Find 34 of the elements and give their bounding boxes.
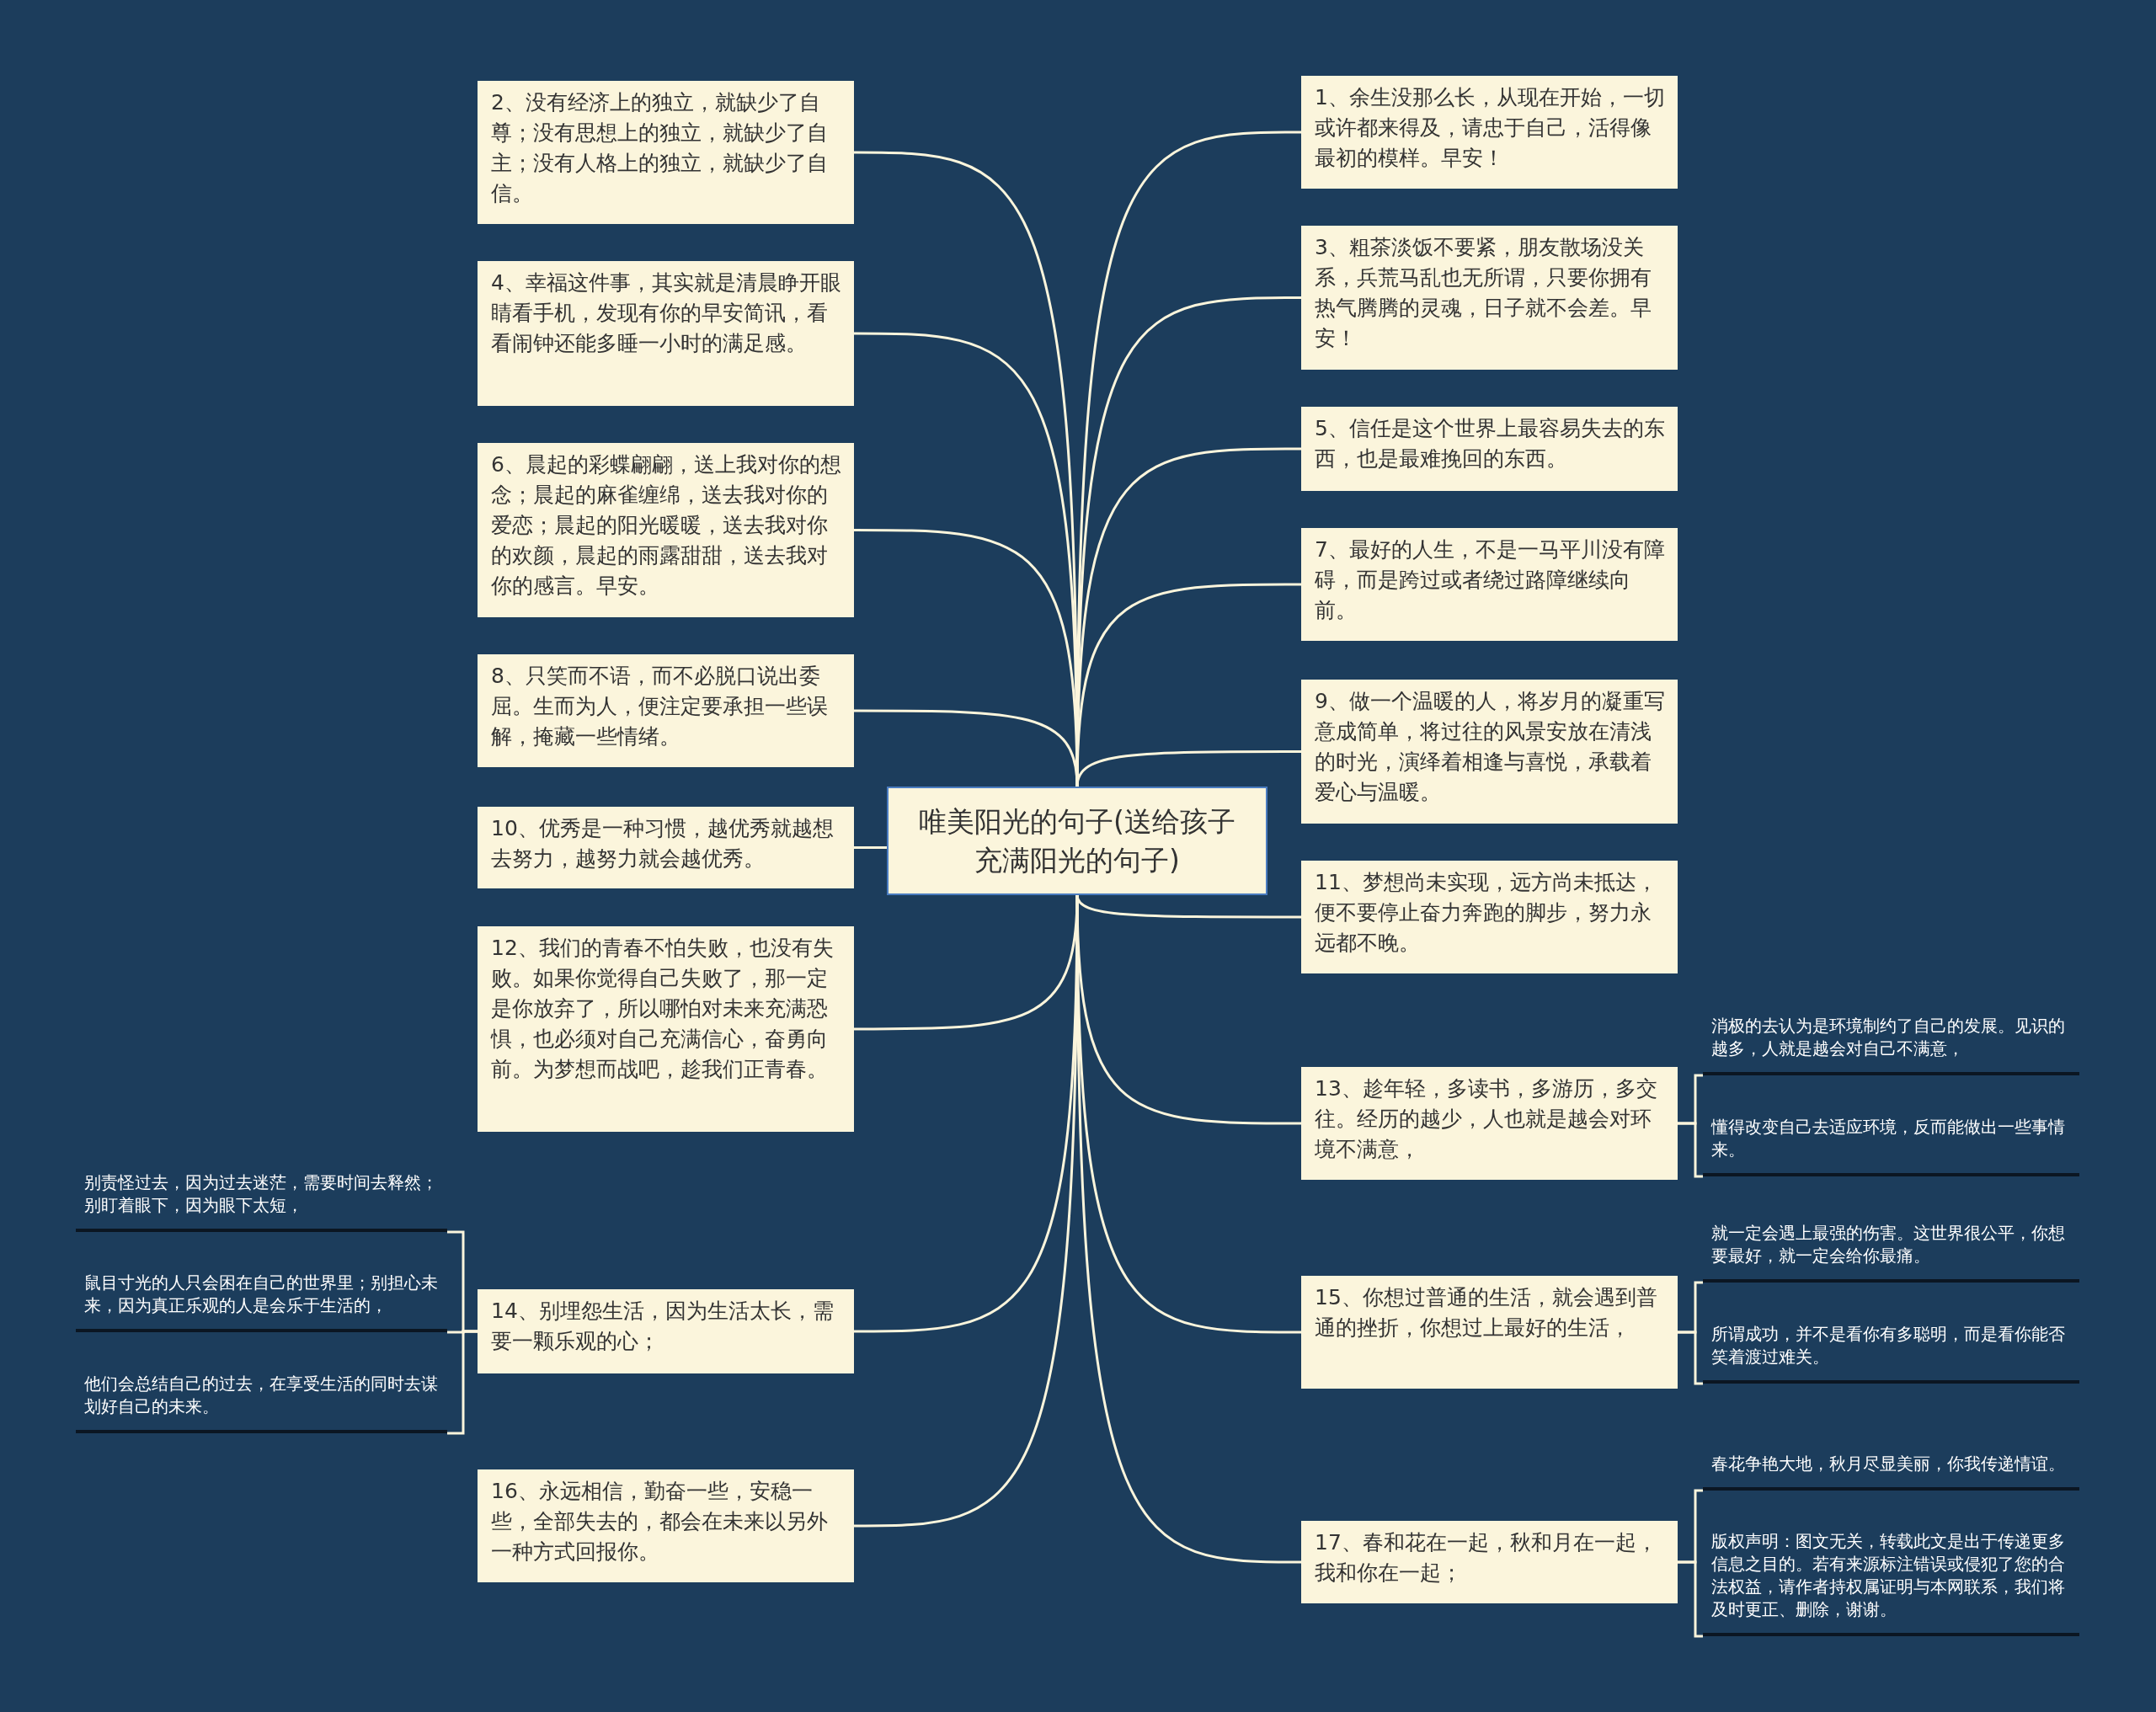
topic-box: 6、晨起的彩蝶翩翩，送上我对你的想念；晨起的麻雀缠绵，送去我对你的爱恋；晨起的阳光暖暖，送去我对你的欢颜，晨起的雨露甜甜，送去我对你的感言。早安。 <box>478 443 854 617</box>
topic-box: 8、只笑而不语，而不必脱口说出委屈。生而为人，便注定要承担一些误解，掩藏一些情绪。 <box>478 654 854 767</box>
topic-box: 13、趁年轻，多读书，多游历，多交往。经历的越少，人也就是越会对环境不满意， <box>1301 1067 1678 1180</box>
bracket-connector <box>1678 1560 1703 1638</box>
topic-box: 10、优秀是一种习惯，越优秀就越想去努力，越努力就会越优秀。 <box>478 807 854 888</box>
subtopic-text: 消极的去认为是环境制约了自己的发展。见识的越多，人就是越会对自己不满意， <box>1703 1015 2079 1075</box>
topic-box: 3、粗茶淡饭不要紧，朋友散场没关系，兵荒马乱也无所谓，只要你拥有热气腾腾的灵魂，日子就不会差。早安！ <box>1301 226 1678 370</box>
subtopic-text: 就一定会遇上最强的伤害。这世界很公平，你想要最好，就一定会给你最痛。 <box>1703 1222 2079 1283</box>
subtopic-text: 版权声明：图文无关，转载此文是出于传递更多信息之目的。若有来源标注错误或侵犯了您的合法权益，请作者持权属证明与本网联系，我们将及时更正、删除，谢谢。 <box>1703 1530 2079 1636</box>
subtopic-text: 鼠目寸光的人只会困在自己的世界里；别担心未来，因为真正乐观的人是会乐于生活的， <box>76 1272 447 1332</box>
topic-box: 7、最好的人生，不是一马平川没有障碍，而是跨过或者绕过路障继续向前。 <box>1301 528 1678 641</box>
topic-box: 9、做一个温暖的人，将岁月的凝重写意成简单，将过往的风景安放在清浅的时光，演绎着相逢与喜悦，承载着爱心与温暖。 <box>1301 680 1678 824</box>
subtopic-text: 别责怪过去，因为过去迷茫，需要时间去释然；别盯着眼下，因为眼下太短， <box>76 1171 447 1232</box>
topic-box: 5、信任是这个世界上最容易失去的东西，也是最难挽回的东西。 <box>1301 407 1678 491</box>
subtopic-text: 他们会总结自己的过去，在享受生活的同时去谋划好自己的未来。 <box>76 1373 447 1433</box>
topic-box: 16、永远相信，勤奋一些，安稳一些，全部失去的，都会在未来以另外一种方式回报你。 <box>478 1469 854 1582</box>
subtopic-text: 所谓成功，并不是看你有多聪明，而是看你能否笑着渡过难关。 <box>1703 1323 2079 1384</box>
connector-curve <box>854 846 887 849</box>
subtopic-text: 懂得改变自己去适应环境，反而能做出一些事情来。 <box>1703 1116 2079 1176</box>
topic-box: 15、你想过普通的生活，就会遇到普通的挫折，你想过上最好的生活， <box>1301 1276 1678 1389</box>
topic-box: 2、没有经济上的独立，就缺少了自尊；没有思想上的独立，就缺少了自主；没有人格上的独立，就缺少了自信。 <box>478 81 854 224</box>
topic-box: 4、幸福这件事，其实就是清晨睁开眼睛看手机，发现有你的早安简讯，看看闹钟还能多睡一小时的满足感。 <box>478 261 854 406</box>
topic-box: 12、我们的青春不怕失败，也没有失败。如果你觉得自己失败了，那一定是你放弃了，所以哪怕对未来充满恐惧，也必须对自己充满信心，奋勇向前。为梦想而战吧，趁我们正青春。 <box>478 926 854 1132</box>
topic-box: 17、春和花在一起，秋和月在一起，我和你在一起； <box>1301 1521 1678 1603</box>
topic-box: 14、别埋怨生活，因为生活太长，需要一颗乐观的心； <box>478 1289 854 1373</box>
bracket-connector <box>1678 1122 1703 1178</box>
topic-box: 11、梦想尚未实现，远方尚未抵达，便不要停止奋力奔跑的脚步，努力永远都不晚。 <box>1301 861 1678 973</box>
bracket-connector <box>447 1330 478 1435</box>
subtopic-text: 春花争艳大地，秋月尽显美丽，你我传递情谊。 <box>1703 1453 2079 1491</box>
bracket-connector <box>1678 1331 1703 1385</box>
connector-curve <box>854 709 1079 787</box>
topic-box: 1、余生没那么长，从现在开始，一切或许都来得及，请忠于自己，活得像最初的模样。早安！ <box>1301 76 1678 189</box>
connector-curve <box>1075 750 1301 787</box>
central-topic-box: 唯美阳光的句子(送给孩子充满阳光的句子) <box>887 787 1267 895</box>
